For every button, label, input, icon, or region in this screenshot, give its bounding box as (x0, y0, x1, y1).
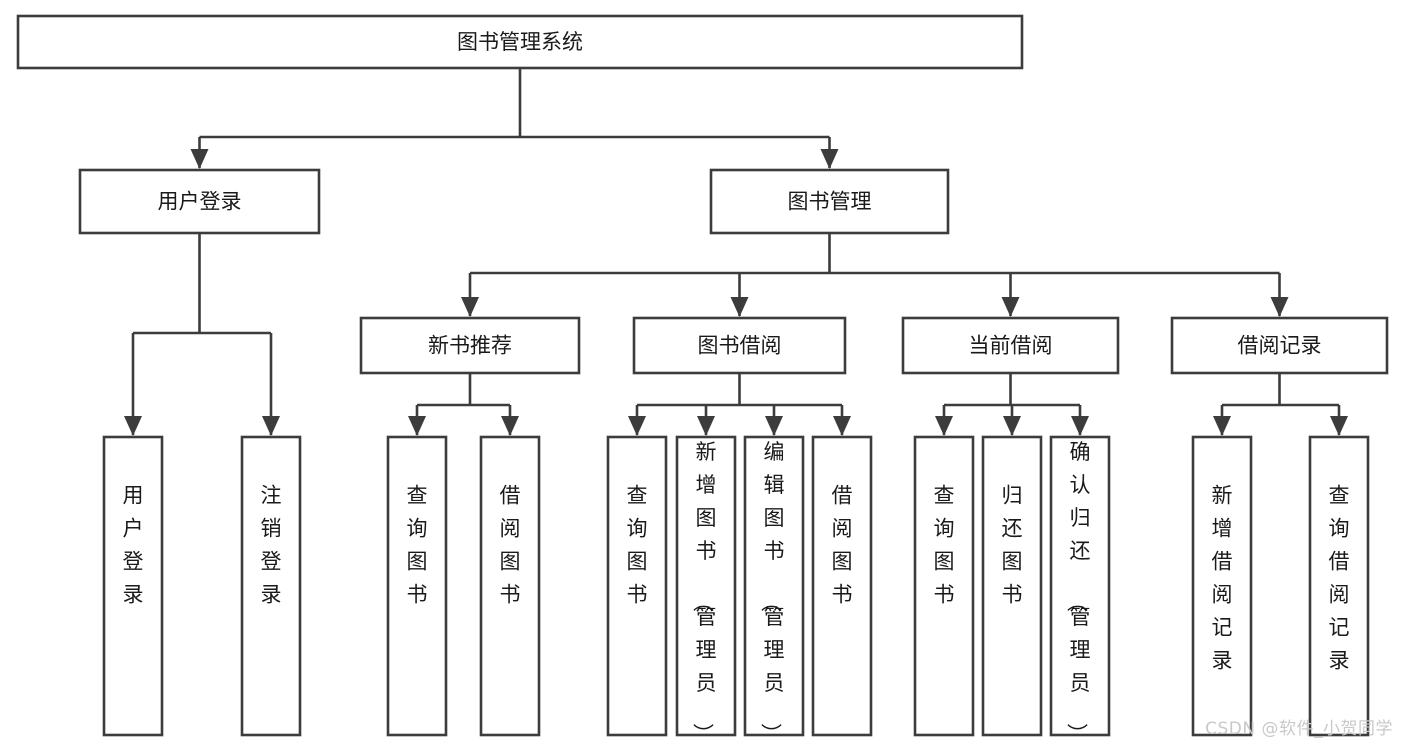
node-l10[interactable]: 归还图书 (981, 435, 1043, 737)
arrow-head-n22 (730, 297, 749, 317)
node-box-l8[interactable] (811, 435, 873, 737)
node-label-l5: 查询图书 (627, 484, 648, 607)
arrow-head-l9 (935, 416, 953, 436)
node-n21[interactable]: 新书推荐 (359, 316, 581, 375)
nodes-layer: 图书管理系统用户登录图书管理新书推荐图书借阅当前借阅借阅记录用户登录注销登录查询… (16, 14, 1389, 744)
arrow-head-l5 (628, 416, 646, 436)
arrow-head-l7 (765, 416, 783, 436)
node-l7[interactable]: 编辑图书（管理员） (743, 435, 805, 744)
node-box-l4[interactable] (479, 435, 541, 737)
node-box-l10[interactable] (981, 435, 1043, 737)
node-l4[interactable]: 借阅图书 (479, 435, 541, 737)
node-n2[interactable]: 图书管理 (709, 168, 950, 235)
node-label-l9: 查询图书 (934, 484, 955, 607)
node-label-n2: 图书管理 (788, 190, 872, 214)
arrow-head-l1 (124, 416, 142, 436)
node-label-l6: 新增图书（管理员） (691, 440, 717, 744)
node-box-n1[interactable] (78, 168, 321, 235)
node-n22[interactable]: 图书借阅 (632, 316, 847, 375)
node-l9[interactable]: 查询图书 (913, 435, 975, 737)
node-label-l12: 新增借阅记录 (1212, 484, 1233, 673)
node-l5[interactable]: 查询图书 (606, 435, 668, 737)
edges-layer (124, 68, 1348, 436)
node-box-l5[interactable] (606, 435, 668, 737)
node-n24[interactable]: 借阅记录 (1170, 316, 1389, 375)
node-label-n21: 新书推荐 (428, 334, 512, 358)
node-label-l7: 编辑图书（管理员） (759, 440, 785, 744)
arrow-head-l11 (1071, 416, 1089, 436)
node-label-l2: 注销登录 (261, 484, 282, 607)
node-label-l10: 归还图书 (1002, 484, 1023, 607)
arrow-head-n24 (1270, 297, 1289, 317)
node-box-n23[interactable] (901, 316, 1120, 375)
node-label-l1: 用户登录 (123, 484, 144, 607)
arrow-head-l8 (833, 416, 851, 436)
node-l6[interactable]: 新增图书（管理员） (675, 435, 737, 744)
node-box-l7[interactable] (743, 435, 805, 737)
node-box-l3[interactable] (386, 435, 448, 737)
node-box-l2[interactable] (240, 435, 302, 737)
arrow-head-n23 (1001, 297, 1020, 317)
node-box-l11[interactable] (1049, 435, 1111, 737)
node-label-n22: 图书借阅 (698, 334, 782, 358)
node-label-n24: 借阅记录 (1238, 334, 1322, 358)
node-box-l1[interactable] (102, 435, 164, 737)
arrow-head-n21 (461, 297, 479, 317)
node-l8[interactable]: 借阅图书 (811, 435, 873, 737)
arrow-head-l2 (262, 416, 280, 436)
arrow-head-n1 (190, 149, 209, 169)
node-n23[interactable]: 当前借阅 (901, 316, 1120, 375)
node-box-l6[interactable] (675, 435, 737, 737)
node-root[interactable]: 图书管理系统 (16, 14, 1024, 70)
node-l3[interactable]: 查询图书 (386, 435, 448, 737)
node-n1[interactable]: 用户登录 (78, 168, 321, 235)
node-label-l4: 借阅图书 (500, 484, 521, 607)
node-l1[interactable]: 用户登录 (102, 435, 164, 737)
arrow-head-l3 (408, 416, 426, 436)
node-label-l8: 借阅图书 (832, 484, 853, 607)
node-box-n24[interactable] (1170, 316, 1389, 375)
node-label-l13: 查询借阅记录 (1329, 484, 1350, 673)
node-label-l3: 查询图书 (407, 484, 428, 607)
node-label-n23: 当前借阅 (969, 334, 1053, 358)
arrow-head-l13 (1330, 416, 1348, 436)
node-box-root[interactable] (16, 14, 1024, 70)
arrow-head-l4 (501, 416, 519, 436)
node-box-n21[interactable] (359, 316, 581, 375)
node-label-n1: 用户登录 (158, 190, 242, 214)
node-label-l11: 确认归还（管理员） (1065, 440, 1091, 744)
node-box-l9[interactable] (913, 435, 975, 737)
node-box-n22[interactable] (632, 316, 847, 375)
node-box-n2[interactable] (709, 168, 950, 235)
node-l13[interactable]: 查询借阅记录 (1308, 435, 1370, 737)
node-l2[interactable]: 注销登录 (240, 435, 302, 737)
arrow-head-n2 (820, 149, 839, 169)
node-l12[interactable]: 新增借阅记录 (1191, 435, 1253, 737)
node-label-root: 图书管理系统 (457, 30, 583, 54)
node-box-l12[interactable] (1191, 435, 1253, 737)
arrow-head-l12 (1213, 416, 1231, 436)
node-l11[interactable]: 确认归还（管理员） (1049, 435, 1111, 744)
arrow-head-l6 (697, 416, 715, 436)
arrow-head-l10 (1003, 416, 1021, 436)
node-box-l13[interactable] (1308, 435, 1370, 737)
